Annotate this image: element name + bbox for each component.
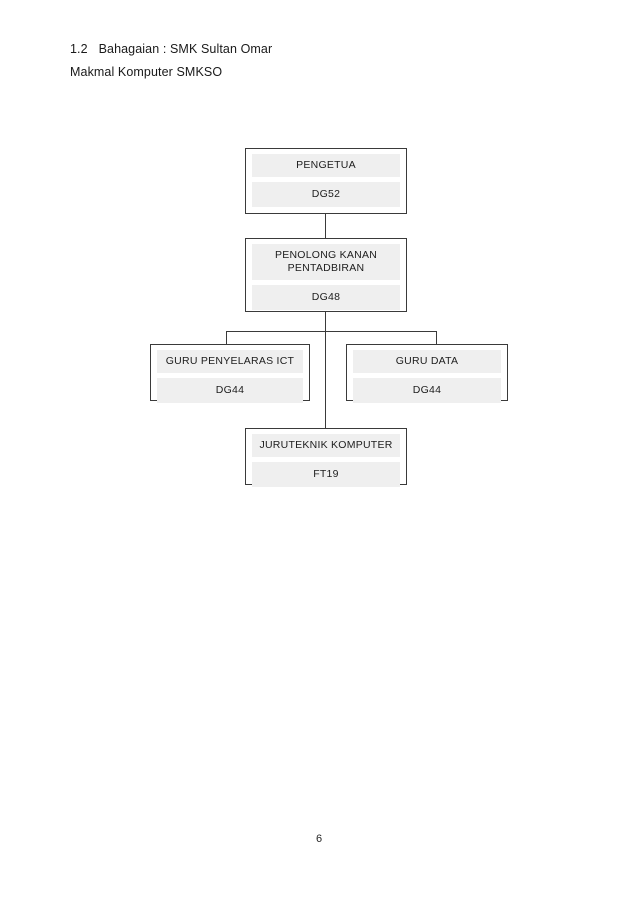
connector-branch-to-guru-data [436, 331, 438, 344]
org-node-juruteknik-komputer-grade: FT19 [252, 462, 400, 487]
connector-branch-horizontal [226, 331, 437, 333]
org-node-pengetua-title: PENGETUA [252, 154, 400, 177]
connector-pengetua-to-pk [325, 214, 327, 238]
header-line-bahagaian: 1.2 Bahagaian : SMK Sultan Omar [70, 42, 273, 56]
org-node-juruteknik-komputer-title: JURUTEKNIK KOMPUTER [252, 434, 400, 457]
org-node-penolong-kanan-pentadbiran: PENOLONG KANAN PENTADBIRAN DG48 [245, 238, 407, 312]
org-node-pengetua: PENGETUA DG52 [245, 148, 407, 214]
document-header: 1.2 Bahagaian : SMK Sultan Omar Makmal K… [70, 40, 590, 82]
connector-pk-to-juruteknik [325, 312, 327, 428]
organization-chart: PENGETUA DG52 PENOLONG KANAN PENTADBIRAN… [150, 148, 508, 487]
org-node-pengetua-grade: DG52 [252, 182, 400, 207]
org-node-guru-data-grade: DG44 [353, 378, 501, 403]
org-node-guru-data-title: GURU DATA [353, 350, 501, 373]
org-node-guru-penyelaras-ict-grade: DG44 [157, 378, 303, 403]
org-node-guru-penyelaras-ict: GURU PENYELARAS ICT DG44 [150, 344, 310, 403]
header-line-makmal: Makmal Komputer SMKSO [70, 65, 223, 79]
connector-branch-to-guru-ict [226, 331, 228, 344]
org-node-juruteknik-komputer: JURUTEKNIK KOMPUTER FT19 [245, 428, 407, 487]
page-number: 6 [315, 833, 323, 845]
org-node-guru-data: GURU DATA DG44 [346, 344, 508, 403]
org-node-penolong-kanan-pentadbiran-title: PENOLONG KANAN PENTADBIRAN [252, 244, 400, 280]
org-node-guru-penyelaras-ict-title: GURU PENYELARAS ICT [157, 350, 303, 373]
org-node-penolong-kanan-pentadbiran-grade: DG48 [252, 285, 400, 310]
